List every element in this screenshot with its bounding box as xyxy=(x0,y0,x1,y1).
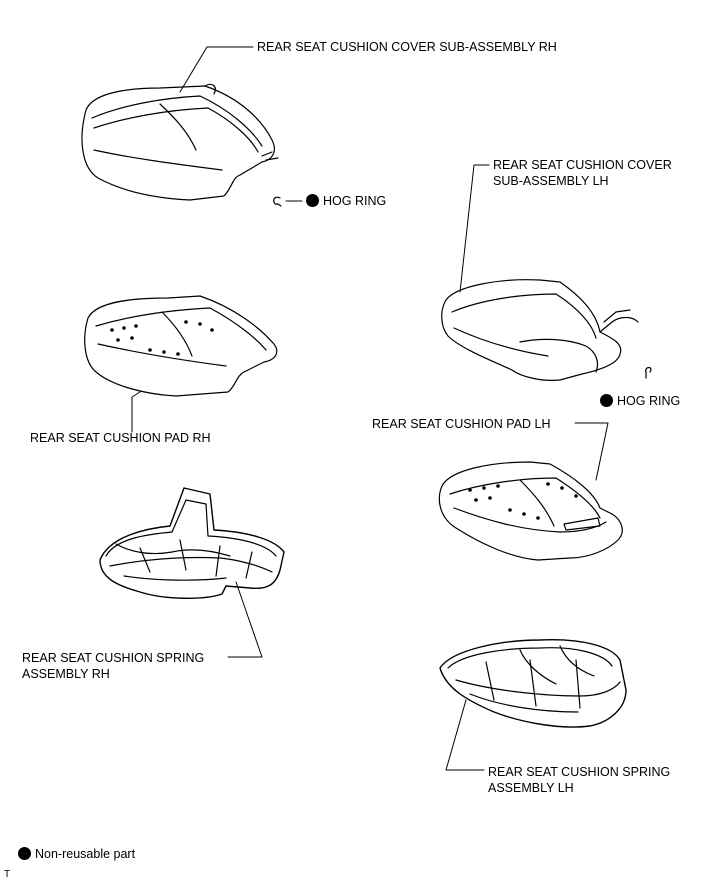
leader-lines xyxy=(131,46,609,771)
label-hog-ring-rh-text: HOG RING xyxy=(323,194,387,208)
cushion-cover-rh-illustration xyxy=(81,83,279,201)
label-cover-lh: REAR SEAT CUSHION COVER SUB-ASSEMBLY LH xyxy=(493,157,672,189)
label-spring-lh-line1: REAR SEAT CUSHION SPRING xyxy=(488,765,671,779)
cushion-spring-rh-illustration xyxy=(99,487,285,599)
label-hog-ring-lh-text: HOG RING xyxy=(617,394,681,408)
hog-ring-rh-icon xyxy=(273,196,282,207)
label-pad-lh-text: REAR SEAT CUSHION PAD LH xyxy=(372,417,551,431)
label-cover-rh: REAR SEAT CUSHION COVER SUB-ASSEMBLY RH xyxy=(257,39,557,55)
label-hog-ring-lh: HOG RING xyxy=(600,393,680,409)
label-pad-lh: REAR SEAT CUSHION PAD LH xyxy=(372,416,551,432)
cushion-spring-lh-illustration xyxy=(439,638,627,728)
filled-circle-icon xyxy=(18,847,31,860)
cushion-cover-lh-illustration xyxy=(441,279,639,381)
legend-non-reusable: Non-reusable part xyxy=(18,846,135,862)
non-reusable-marker-icon xyxy=(600,394,613,407)
footer-mark-text: T xyxy=(4,869,11,880)
pad-lh-hole-pattern xyxy=(468,482,578,520)
label-cover-lh-line1: REAR SEAT CUSHION COVER xyxy=(493,158,672,172)
cushion-pad-lh-illustration xyxy=(438,461,623,561)
label-cover-rh-text: REAR SEAT CUSHION COVER SUB-ASSEMBLY RH xyxy=(257,40,557,54)
label-pad-rh-text: REAR SEAT CUSHION PAD RH xyxy=(30,431,211,445)
legend-non-reusable-text: Non-reusable part xyxy=(35,847,136,861)
label-spring-rh-line1: REAR SEAT CUSHION SPRING xyxy=(22,651,205,665)
label-spring-lh: REAR SEAT CUSHION SPRING ASSEMBLY LH xyxy=(488,764,670,796)
hog-ring-lh-icon xyxy=(645,366,652,379)
label-spring-rh-line2: ASSEMBLY RH xyxy=(22,667,110,681)
pad-rh-hole-pattern xyxy=(110,320,214,356)
label-spring-rh: REAR SEAT CUSHION SPRING ASSEMBLY RH xyxy=(22,650,204,682)
footer-mark: T xyxy=(4,867,10,883)
label-spring-lh-line2: ASSEMBLY LH xyxy=(488,781,574,795)
label-pad-rh: REAR SEAT CUSHION PAD RH xyxy=(30,430,211,446)
cushion-pad-rh-illustration xyxy=(84,295,278,397)
label-hog-ring-rh: HOG RING xyxy=(306,193,386,209)
label-cover-lh-line2: SUB-ASSEMBLY LH xyxy=(493,174,609,188)
non-reusable-marker-icon xyxy=(306,194,319,207)
